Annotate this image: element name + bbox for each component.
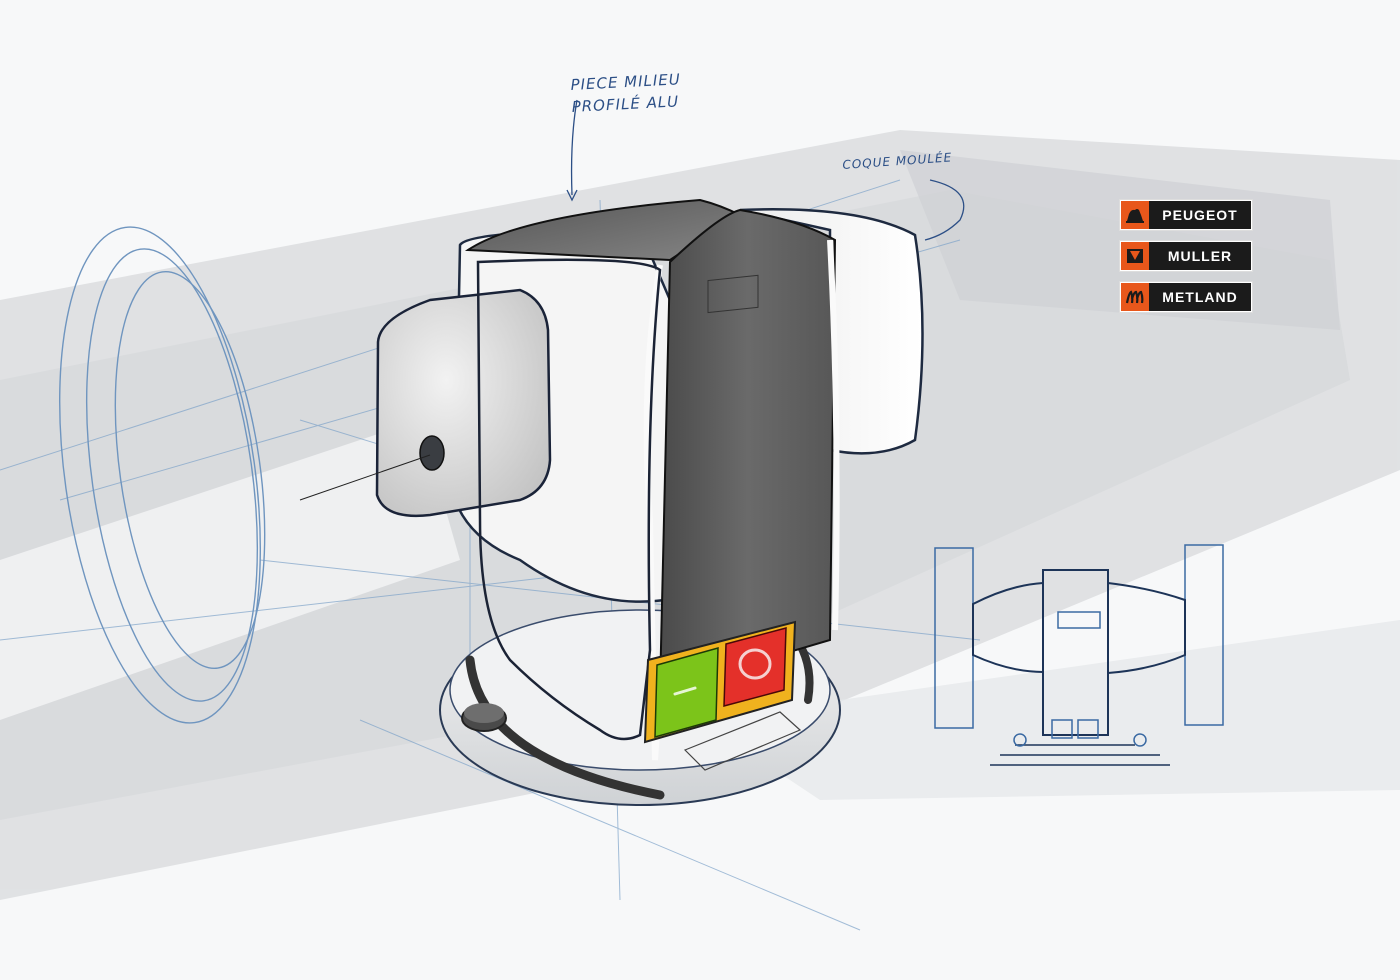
stop-button[interactable] <box>723 627 787 707</box>
m-icon <box>1121 283 1149 311</box>
control-panel <box>643 620 797 744</box>
brand-metland: METLAND <box>1120 282 1252 312</box>
spindle-hole <box>419 435 445 471</box>
brand-muller: MULLER <box>1120 241 1252 271</box>
brand-name: MULLER <box>1167 248 1233 264</box>
brand-name: METLAND <box>1162 289 1238 305</box>
brand-logos: PEUGEOT MULLER METLAND <box>1120 200 1252 323</box>
lion-icon <box>1121 201 1149 229</box>
annotation-piece-milieu: PIECE MILIEU PROFILÉ ALU <box>570 68 682 118</box>
brand-peugeot: PEUGEOT <box>1120 200 1252 230</box>
annotation-leaders <box>566 99 965 241</box>
motor-housing-left <box>299 228 672 603</box>
grinding-wheel <box>58 226 266 724</box>
v-icon <box>1121 242 1149 270</box>
central-column <box>464 198 840 761</box>
start-button[interactable] <box>654 647 719 738</box>
background-streaks <box>0 130 1400 900</box>
brand-name: PEUGEOT <box>1162 207 1238 223</box>
side-view-sketch <box>934 544 1224 766</box>
